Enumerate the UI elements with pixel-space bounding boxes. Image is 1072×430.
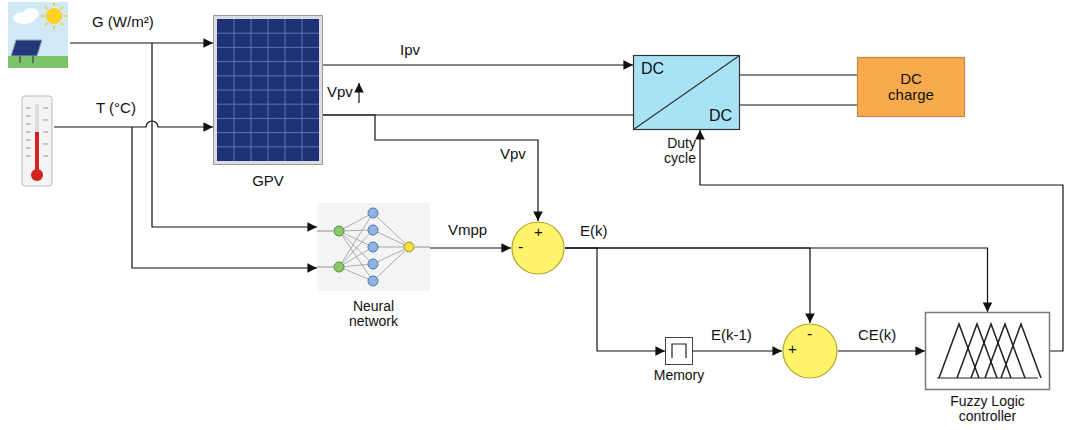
signal-wire (838, 350, 925, 351)
signal-wire (323, 64, 633, 65)
signal-label: E(k) (580, 223, 608, 240)
signal-wire (740, 74, 857, 75)
node-label: - (518, 238, 523, 256)
summing-junction: -+ (782, 323, 838, 379)
signal-label: Duty cycle (636, 136, 696, 167)
signal-wire (740, 104, 857, 105)
node-label: + (788, 341, 797, 358)
signal-wire (565, 248, 810, 323)
signal-wire (565, 248, 988, 312)
node-label: Neural network (331, 299, 416, 330)
signal-wire (430, 247, 511, 248)
temperature-wire (54, 121, 213, 127)
node-label: + (534, 224, 543, 241)
neural-network: Neural network (317, 203, 430, 291)
node-label: DC (709, 107, 732, 125)
signal-label: T (°C) (96, 100, 136, 117)
voltage-arrow (358, 83, 359, 103)
fuzzy-logic-controller-outline (925, 312, 1050, 390)
thermometer-icon (22, 96, 52, 186)
signal-wire (565, 248, 665, 351)
pv-generator: GPV (213, 15, 323, 165)
neural-network-outline (317, 203, 430, 291)
node-label: GPV (203, 173, 333, 190)
node-label: - (807, 325, 812, 343)
signal-label: E(k-1) (711, 327, 752, 344)
signal-label: G (W/m²) (92, 14, 154, 31)
node-label: Memory (644, 368, 714, 383)
signal-wire (693, 350, 782, 351)
summing-junction: +- (511, 221, 565, 275)
memory-block: Memory (665, 337, 693, 365)
node-label: Fuzzy Logic controller (930, 394, 1045, 425)
pv-generator-outline (213, 15, 323, 165)
memory-block-outline (665, 337, 693, 365)
irradiance-icon (8, 2, 68, 68)
node-label: DC charge (880, 71, 942, 104)
irradiance-wire (70, 42, 213, 43)
signal-label: Vpv (327, 84, 353, 101)
dc-dc-converter: DC DC (633, 55, 740, 130)
fuzzy-logic-controller: Fuzzy Logic controller (925, 312, 1050, 390)
node-label: DC (641, 60, 664, 78)
signal-label: Ipv (400, 42, 420, 59)
signal-label: Vpv (500, 146, 526, 163)
signal-label: Vmpp (448, 222, 487, 239)
signal-label: CE(k) (858, 327, 896, 344)
dc-load: DC charge (857, 57, 965, 117)
